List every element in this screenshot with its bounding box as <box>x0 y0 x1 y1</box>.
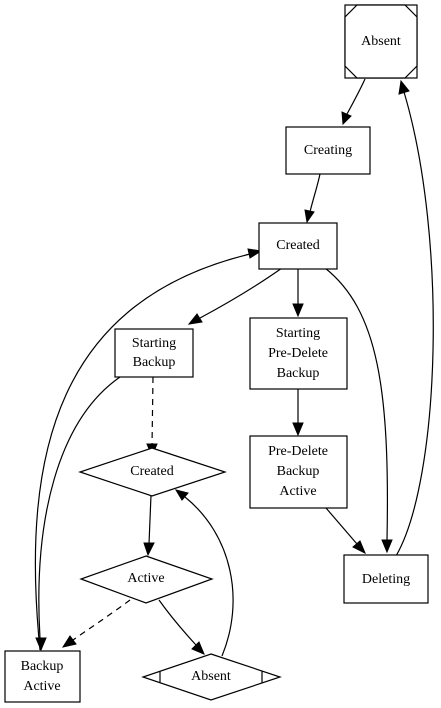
node-created: Created <box>258 222 338 270</box>
edge-starting-backup-to-backup-active <box>35 376 121 652</box>
node-starting-predelete-line1: Starting <box>276 326 320 341</box>
node-absent-top-label: Absent <box>361 34 401 49</box>
node-backup-created: Created <box>78 447 227 497</box>
edge-creating-to-created <box>304 173 321 224</box>
node-deleting: Deleting <box>343 554 429 604</box>
node-starting-backup-line2: Backup <box>133 355 176 370</box>
node-absent-top: Absent <box>344 4 418 79</box>
node-starting-predelete-backup: Starting Pre-Delete Backup <box>249 317 348 390</box>
edge-backup-absent-to-created <box>174 489 234 657</box>
node-starting-predelete-line2: Pre-Delete <box>268 346 328 361</box>
node-starting-backup: Starting Backup <box>114 328 194 378</box>
node-predelete-active-line1: Pre-Delete <box>268 444 328 459</box>
node-creating-label: Creating <box>304 143 352 158</box>
edge-created-to-deleting <box>324 267 393 554</box>
node-creating: Creating <box>285 126 371 175</box>
edge-backup-active-to-created <box>34 248 263 651</box>
node-created-label: Created <box>276 238 320 253</box>
edges <box>34 78 434 657</box>
node-backup-active-state-label: Active <box>127 571 164 586</box>
edge-starting-backup-to-backup-created <box>146 376 158 458</box>
nodes: Absent Creating Created Starting Backup … <box>4 4 429 703</box>
node-starting-backup-line1: Starting <box>132 336 176 351</box>
node-predelete-active-line3: Active <box>279 484 316 499</box>
node-predelete-active-line2: Backup <box>277 464 320 479</box>
node-backup-active-line2: Active <box>23 679 60 694</box>
node-starting-predelete-line3: Backup <box>277 366 320 381</box>
edge-created-to-starting-backup <box>187 267 283 325</box>
node-backup-absent-label: Absent <box>191 669 231 684</box>
node-backup-absent: Absent <box>141 653 282 701</box>
node-backup-active-line1: Backup <box>21 659 64 674</box>
edge-active-to-backup-active <box>61 599 131 648</box>
edge-created-to-starting-predelete <box>292 268 304 318</box>
edge-active-to-backup-absent <box>158 599 205 655</box>
edge-backup-created-to-active <box>143 494 155 557</box>
edge-predelete-active-to-deleting <box>325 507 366 555</box>
node-deleting-label: Deleting <box>362 572 410 587</box>
node-backup-active-state: Active <box>79 555 214 604</box>
edge-deleting-to-absent <box>395 79 434 557</box>
node-predelete-backup-active: Pre-Delete Backup Active <box>249 435 348 509</box>
edge-starting-predelete-to-predelete-active <box>292 389 304 437</box>
node-backup-active: Backup Active <box>4 650 81 703</box>
edge-absent-to-creating <box>341 78 366 126</box>
node-backup-created-label: Created <box>130 464 174 479</box>
